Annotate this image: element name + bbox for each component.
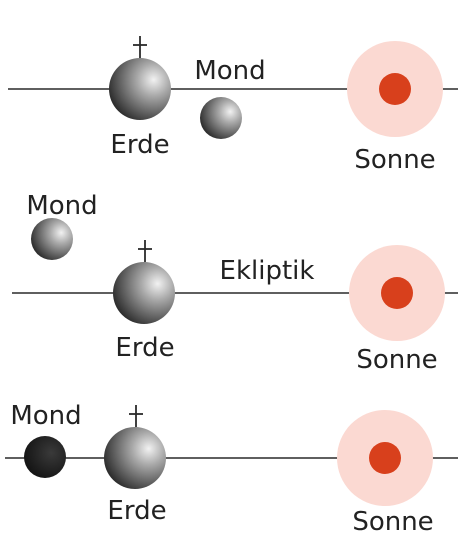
sun-core-1 — [379, 73, 411, 105]
panel-1: Erde Mond Sonne — [8, 36, 458, 175]
sun-label-3: Sonne — [352, 507, 433, 535]
sun-core-3 — [369, 442, 401, 474]
earth-1 — [109, 58, 171, 120]
moon-label-2: Mond — [26, 191, 97, 221]
moon-2 — [31, 218, 73, 260]
earth-label-2: Erde — [115, 333, 174, 363]
earth-2 — [113, 262, 175, 324]
moon-1 — [200, 97, 242, 139]
panel-2: Mond Ekliptik Erde Sonne — [12, 191, 458, 375]
earth-label-3: Erde — [107, 496, 166, 526]
moon-label-3: Mond — [10, 401, 81, 431]
sun-label-1: Sonne — [354, 145, 435, 175]
moon-3-dark — [24, 436, 66, 478]
sun-label-2: Sonne — [356, 345, 437, 375]
panel-3: Mond Erde Sonne — [5, 401, 458, 535]
sun-core-2 — [381, 277, 413, 309]
earth-label-1: Erde — [110, 130, 169, 160]
moon-label-1: Mond — [194, 56, 265, 86]
ecliptic-label: Ekliptik — [220, 256, 315, 286]
earth-3 — [104, 427, 166, 489]
